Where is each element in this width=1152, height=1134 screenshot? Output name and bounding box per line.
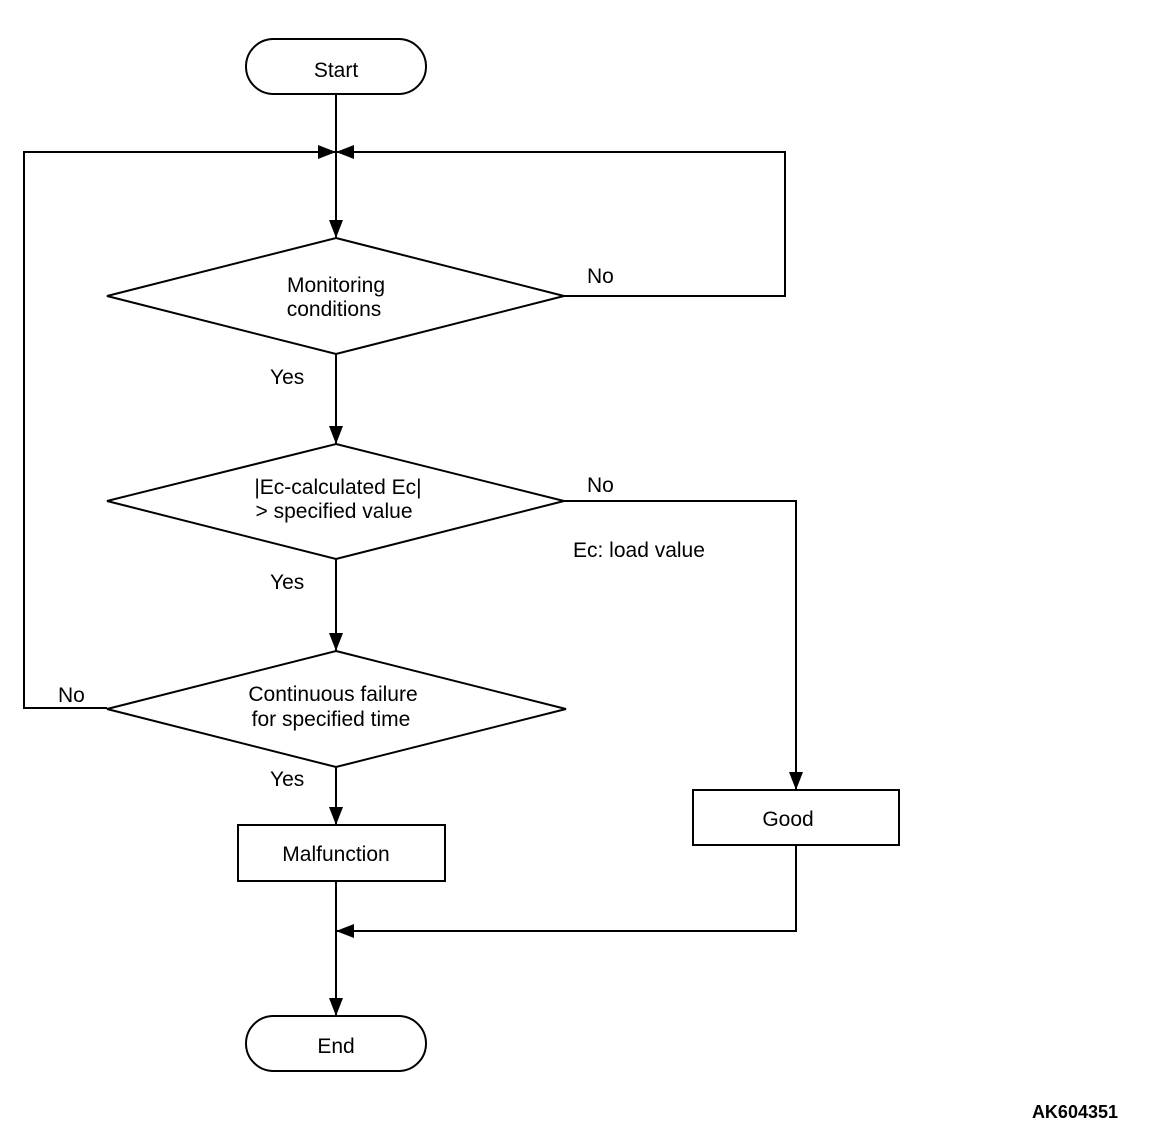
arrow-into-good xyxy=(789,772,803,790)
ec-check-label-line2: > specified value xyxy=(255,500,412,523)
label-yes-ec: Yes xyxy=(270,571,304,594)
end-label: End xyxy=(317,1035,354,1058)
start-label: Start xyxy=(314,59,359,82)
ec-check-label-line1: |Ec-calculated Ec| xyxy=(254,476,421,499)
arrow-right-into-junction xyxy=(336,145,354,159)
note-ec-load-value: Ec: load value xyxy=(573,539,705,562)
continuous-label-line2: for specified time xyxy=(252,708,411,731)
continuous-failure-decision: Continuous failure for specified time xyxy=(106,649,567,769)
good-box: Good xyxy=(692,789,900,846)
good-label: Good xyxy=(762,808,813,831)
label-no-monitoring: No xyxy=(587,265,614,288)
connectors xyxy=(23,94,803,1016)
monitoring-label-line1: Monitoring xyxy=(287,274,385,297)
monitoring-label-line2: conditions xyxy=(287,298,382,321)
end-terminator: End xyxy=(245,1015,427,1072)
label-no-continuous: No xyxy=(58,684,85,707)
arrow-left-into-junction xyxy=(318,145,336,159)
label-no-ec: No xyxy=(587,474,614,497)
arrow-into-end xyxy=(329,998,343,1016)
connector-ec-no-good xyxy=(564,500,797,790)
arrow-into-malfunction xyxy=(329,807,343,825)
connector-continuous-no-loop xyxy=(23,151,336,709)
ec-check-decision: |Ec-calculated Ec| > specified value xyxy=(106,442,565,561)
malfunction-box: Malfunction xyxy=(237,824,446,882)
start-terminator: Start xyxy=(245,38,427,95)
arrow-into-ec-check xyxy=(329,426,343,444)
figure-reference-code: AK604351 xyxy=(1032,1102,1118,1122)
arrow-into-monitoring xyxy=(329,220,343,238)
connector-good-merge xyxy=(336,845,797,932)
connector-monitoring-no-loop xyxy=(336,151,786,297)
arrow-good-merge xyxy=(336,924,354,938)
label-yes-continuous: Yes xyxy=(270,768,304,791)
continuous-label-line1: Continuous failure xyxy=(248,683,417,706)
malfunction-label: Malfunction xyxy=(282,843,389,866)
monitoring-conditions-decision: Monitoring conditions xyxy=(106,236,565,356)
arrow-into-continuous xyxy=(329,633,343,651)
label-yes-monitoring: Yes xyxy=(270,366,304,389)
